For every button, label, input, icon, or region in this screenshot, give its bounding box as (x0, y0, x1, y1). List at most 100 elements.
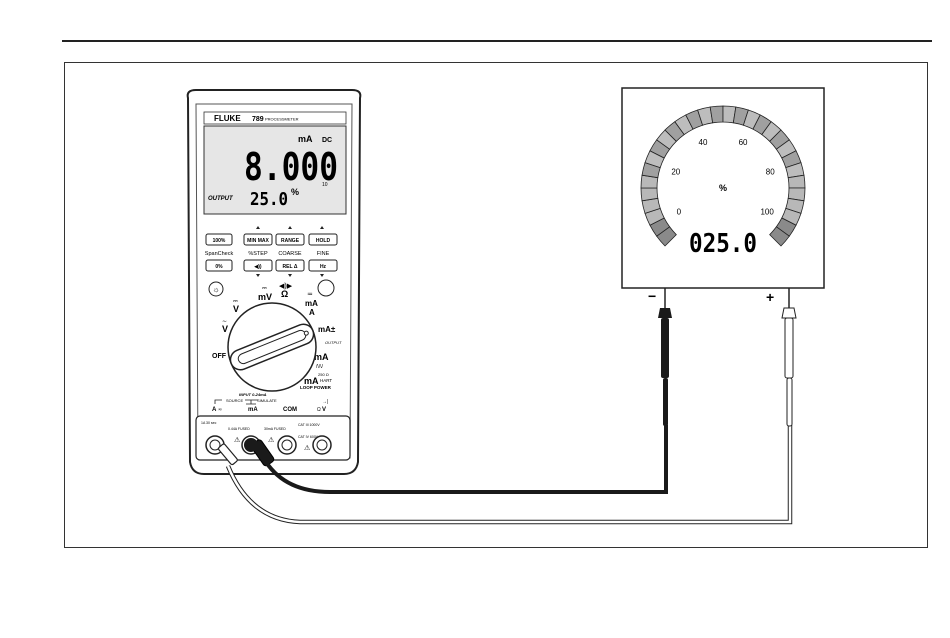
warning-icon: ⚠ (234, 436, 240, 444)
gauge-tick-label: 40 (699, 138, 708, 147)
button-range-label: RANGE (281, 238, 300, 244)
speaker-icon: ◀)) (253, 264, 262, 270)
dial-label-250-ohm: 250 Ω (318, 372, 329, 377)
model-number: 789 (252, 116, 264, 123)
probe-positive (781, 288, 797, 427)
model-subtitle: PROCESSMETER (265, 117, 299, 122)
down-arrow-icon (320, 274, 324, 277)
lcd-range-indicator: 10 (322, 182, 328, 188)
probe-negative (658, 288, 672, 426)
dial-label-ma-a: mA (305, 299, 318, 308)
label-v-jack-omega: Ω (317, 407, 321, 413)
a-jack-bracket (214, 399, 222, 404)
jack-1-rating: 1A 30 sec (201, 421, 217, 425)
dial-label-v-ac: V (222, 324, 228, 334)
brand-bar (203, 111, 347, 125)
dial-label-v-dc: V (233, 304, 239, 314)
lcd-screen (203, 125, 347, 215)
top-rule (62, 40, 932, 42)
gauge-scale-segment (709, 105, 724, 124)
gauge-unit: % (719, 183, 727, 193)
gauge-tick-label: 100 (760, 207, 774, 216)
label-spancheck: SpanCheck (205, 251, 234, 257)
button-rel[interactable] (275, 259, 305, 272)
dial-ac-dc-symbol: ≂ (307, 291, 313, 298)
button-hold-label: HOLD (316, 238, 331, 244)
dial-v-dc-symbol: ⎓ (233, 299, 238, 305)
button-100-percent[interactable] (205, 233, 233, 246)
plug-black-tip (244, 438, 258, 452)
jack-2-rating: 0.44A FUSED (228, 427, 250, 431)
dial-label-off: OFF (212, 353, 227, 360)
up-arrow-icon (320, 226, 324, 229)
jack-5-rating: CAT IV 600V (298, 435, 319, 439)
button-hz-label: Hz (320, 264, 327, 270)
dial-label-ma-pm: mA± (318, 325, 336, 334)
button-0-percent[interactable] (205, 259, 233, 272)
label-simulate: SIMULATE (257, 398, 277, 403)
button-rel-label: REL Δ (283, 264, 298, 270)
backlight-button[interactable] (208, 281, 224, 297)
label-a-jack-ac-dc: ≂ (218, 407, 222, 413)
dial-label-ohm: Ω (281, 289, 288, 299)
dial-label-a: A (309, 308, 315, 317)
button-hold[interactable] (308, 233, 338, 246)
dial-pointer-dot (303, 330, 309, 336)
button-min-max-label: MIN MAX (247, 238, 269, 244)
continuity-diode-icon: ◀)▶ (279, 283, 293, 290)
plug-red-lead (218, 443, 238, 466)
label-com-jack: COM (283, 407, 297, 413)
dial-label-ma-ramp: mA (314, 352, 329, 362)
up-arrow-icon (256, 226, 260, 229)
lcd-dc: DC (322, 137, 332, 144)
rotary-dial-knob[interactable] (227, 321, 316, 373)
button-range[interactable] (275, 233, 305, 246)
sun-icon: ☼ (212, 285, 219, 294)
label-v-jack: V (322, 407, 326, 413)
up-arrow-icon (288, 226, 292, 229)
jack-4-rating: CAT III 1000V (298, 423, 320, 427)
button-beeper[interactable] (243, 259, 273, 272)
lcd-output-label: OUTPUT (208, 196, 234, 202)
button-row-1: 100% MIN MAX RANGE HOLD (205, 226, 338, 246)
blank-button[interactable] (317, 279, 335, 297)
lcd-output-value: 25.0 (250, 189, 288, 210)
gauge-scale-segment (787, 174, 806, 189)
source-simulate-bracket (245, 399, 258, 405)
gauge-scale-segment (640, 187, 659, 202)
figure-frame (64, 62, 928, 548)
gauge-scale-segment (769, 226, 790, 247)
label-source: SOURCE (226, 398, 243, 403)
warning-icon: ⚠ (268, 436, 274, 444)
lcd-percent: % (291, 187, 299, 197)
gauge-tick-label: 0 (677, 207, 682, 216)
button-labels-row: SpanCheck %STEP COARSE FINE (205, 251, 330, 257)
gauge-tick-label: 60 (739, 138, 748, 147)
jack-a-hole (209, 439, 221, 451)
dial-mv-dc-symbol: ⎓ (262, 286, 267, 292)
button-0-percent-label: 0% (215, 264, 223, 270)
dial-label-mv: mV (258, 292, 272, 302)
dial-v-ac-symbol: ∼ (222, 319, 227, 325)
ramp-icon: /\/\/ (316, 364, 324, 370)
gauge-tick-label: 20 (671, 168, 680, 177)
button-min-max[interactable] (243, 233, 273, 246)
lcd-main-reading: 8.000 (244, 145, 338, 189)
multimeter: FLUKE 789 PROCESSMETER mA DC 8.000 10 OU… (186, 89, 362, 475)
down-arrow-icon (256, 274, 260, 277)
jack-v-hole (316, 439, 328, 451)
button-hz[interactable] (308, 259, 338, 272)
down-arrow-icon (288, 274, 292, 277)
button-100-percent-label: 100% (213, 238, 226, 244)
jack-com-hole (281, 439, 293, 451)
terminal-plus-label: + (766, 289, 774, 305)
dial-label-ma-loop: mA (304, 376, 319, 386)
button-row-2: 0% ◀)) REL Δ Hz (205, 259, 338, 277)
gauge-digital-readout: 025.0 (689, 229, 757, 259)
dial-label-output: OUTPUT (325, 340, 342, 345)
label-a-jack: A (212, 407, 217, 413)
jack-3-rating: 30mA FUSED (264, 427, 286, 431)
